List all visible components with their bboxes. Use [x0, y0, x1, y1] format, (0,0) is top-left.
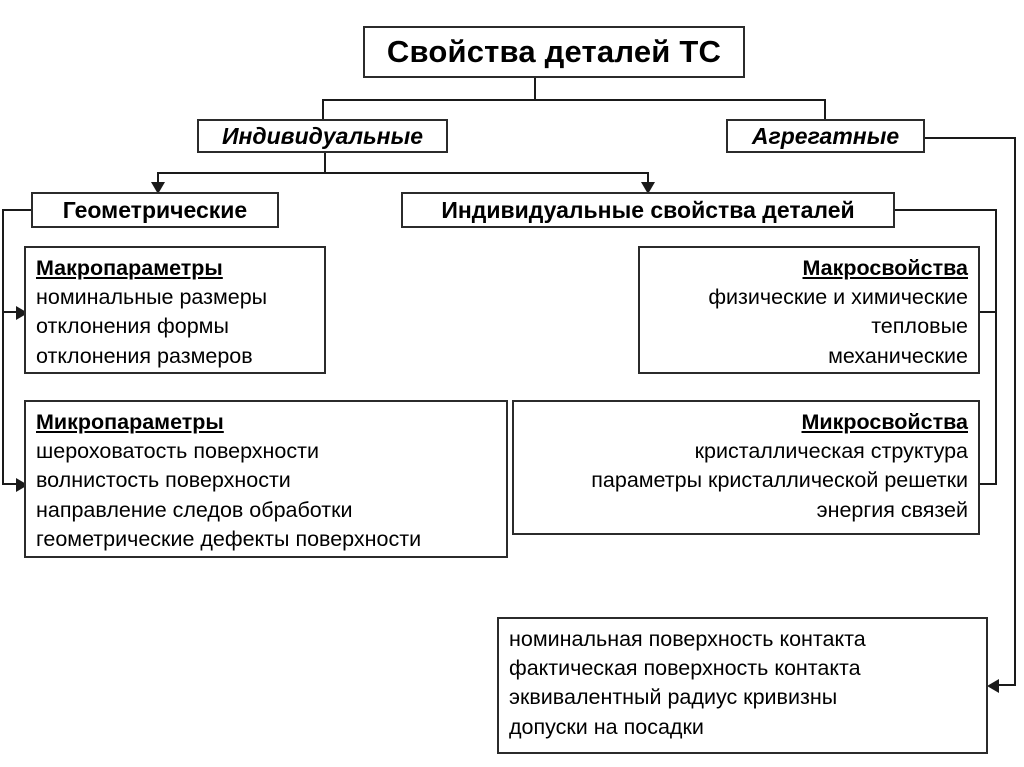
connector-individual-props-exit — [894, 209, 997, 211]
contact-props-item: фактическая поверхность контакта — [509, 656, 861, 681]
micro-params-item: направление следов обработки — [36, 497, 353, 522]
micro-props-item: кристаллическая структура — [694, 439, 968, 464]
micro-props-header: Микросвойства — [801, 410, 969, 434]
node-macro-params: Макропараметры номинальные размеры откло… — [24, 246, 326, 374]
connector-individual-stem — [324, 152, 326, 174]
connector-to-geometric — [157, 172, 159, 184]
node-contact-props: номинальная поверхность контакта фактиче… — [497, 617, 988, 754]
micro-params-header: Микропараметры — [36, 410, 224, 434]
micro-params-item: волнистость поверхности — [36, 468, 291, 493]
macro-props-item: механические — [828, 343, 968, 368]
individual-props-label: Индивидуальные свойства деталей — [441, 196, 855, 223]
arrow-to-individual-props — [641, 182, 655, 194]
contact-props-item: допуски на посадки — [509, 714, 704, 739]
title-label: Свойства деталей ТС — [386, 34, 722, 69]
macro-props-item: физические и химические — [708, 285, 968, 310]
connector-level3-bus — [157, 172, 649, 174]
connector-to-contact-props — [998, 684, 1016, 686]
macro-props-item: тепловые — [871, 314, 968, 339]
connector-geometric-exit — [2, 209, 32, 211]
connector-right-inner-spine — [995, 209, 997, 485]
connector-to-macro-params — [2, 311, 18, 313]
node-individual-props: Индивидуальные свойства деталей — [401, 192, 895, 228]
node-individual: Индивидуальные — [197, 119, 448, 153]
connector-to-micro-props — [979, 483, 997, 485]
node-macro-props: Макросвойства физические и химические те… — [638, 246, 980, 374]
node-title: Свойства деталей ТС — [363, 26, 745, 78]
contact-props-item: эквивалентный радиус кривизны — [509, 685, 838, 710]
individual-label: Индивидуальные — [221, 122, 423, 149]
connector-left-spine — [2, 209, 4, 485]
micro-props-item: энергия связей — [816, 497, 968, 522]
macro-params-item: отклонения размеров — [36, 343, 253, 368]
node-micro-props: Микросвойства кристаллическая структура … — [512, 400, 980, 535]
node-geometric: Геометрические — [31, 192, 279, 228]
micro-params-item: шероховатость поверхности — [36, 439, 319, 464]
connector-title-stem — [534, 77, 536, 101]
connector-to-individual — [322, 99, 324, 120]
node-aggregate: Агрегатные — [726, 119, 925, 153]
arrow-to-contact-props — [987, 679, 999, 693]
connector-right-outer-spine — [1014, 137, 1016, 685]
macro-params-item: отклонения формы — [36, 314, 229, 339]
macro-params-item: номинальные размеры — [36, 285, 268, 310]
connector-to-macro-props — [979, 311, 997, 313]
micro-params-item: геометрические дефекты поверхности — [36, 526, 422, 551]
macro-props-header: Макросвойства — [802, 256, 969, 280]
connector-to-micro-params — [2, 483, 18, 485]
aggregate-label: Агрегатные — [751, 122, 900, 149]
arrow-to-geometric — [151, 182, 165, 194]
connector-aggregate-exit — [923, 137, 1016, 139]
connector-to-individual-props — [647, 172, 649, 184]
macro-params-header: Макропараметры — [36, 256, 223, 280]
node-micro-params: Микропараметры шероховатость поверхности… — [24, 400, 508, 558]
geometric-label: Геометрические — [62, 196, 248, 223]
connector-to-aggregate — [824, 99, 826, 120]
contact-props-item: номинальная поверхность контакта — [509, 627, 866, 651]
connector-level2-bus — [322, 99, 826, 101]
micro-props-item: параметры кристаллической решетки — [591, 468, 968, 493]
